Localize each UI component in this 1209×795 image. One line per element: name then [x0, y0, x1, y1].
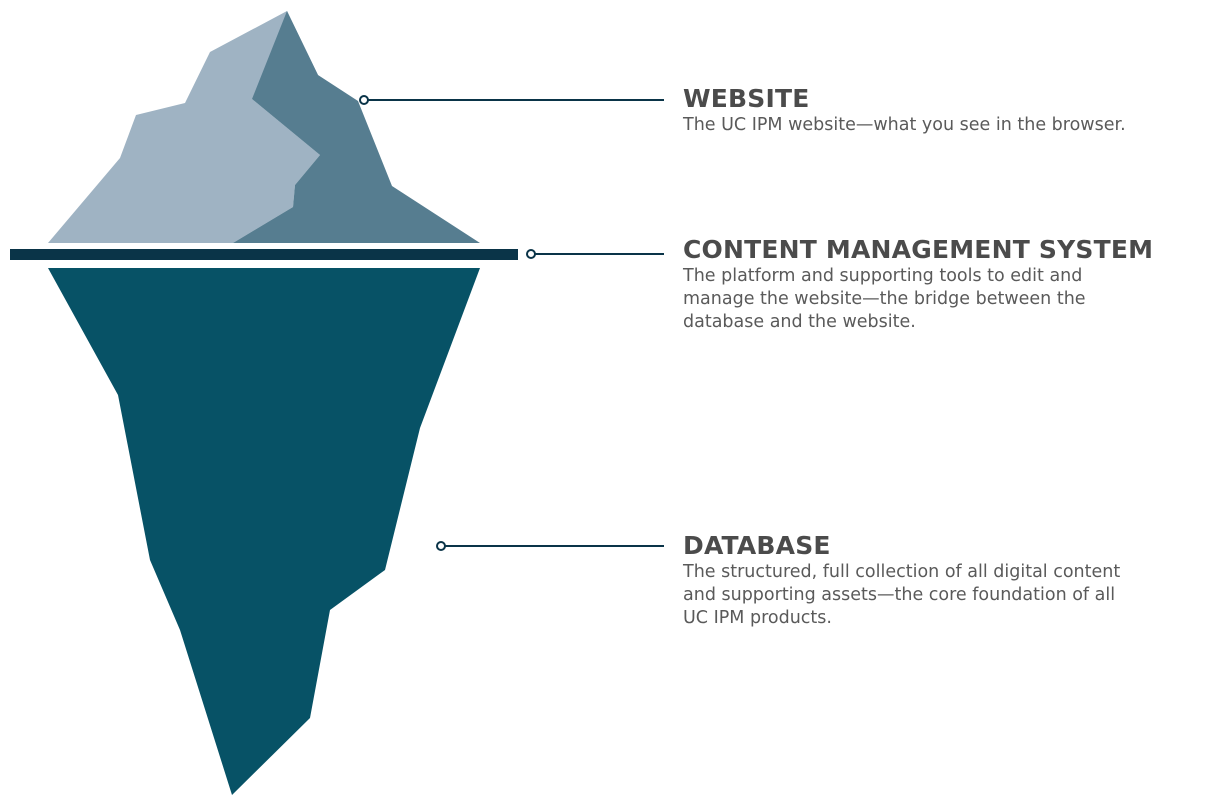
- cms-layer-label: CONTENT MANAGEMENT SYSTEM The platform a…: [683, 235, 1153, 334]
- database-connector-dot: [436, 541, 446, 551]
- cms-description: The platform and supporting tools to edi…: [683, 266, 1086, 332]
- iceberg-tip-shadow-face: [233, 11, 480, 243]
- database-title: DATABASE: [683, 531, 831, 560]
- database-description: The structured, full collection of all d…: [683, 562, 1121, 628]
- waterline-bar: [10, 249, 518, 260]
- website-title: WEBSITE: [683, 84, 810, 113]
- cms-connector-dot: [526, 249, 536, 259]
- website-connector-dot: [359, 95, 369, 105]
- cms-title: CONTENT MANAGEMENT SYSTEM: [683, 235, 1154, 264]
- iceberg-underwater-body: [48, 268, 480, 795]
- website-layer-label: WEBSITE The UC IPM website—what you see …: [683, 84, 1126, 137]
- iceberg-tip-light-face: [48, 11, 320, 243]
- website-description: The UC IPM website—what you see in the b…: [683, 115, 1126, 135]
- database-layer-label: DATABASE The structured, full collection…: [683, 531, 1120, 630]
